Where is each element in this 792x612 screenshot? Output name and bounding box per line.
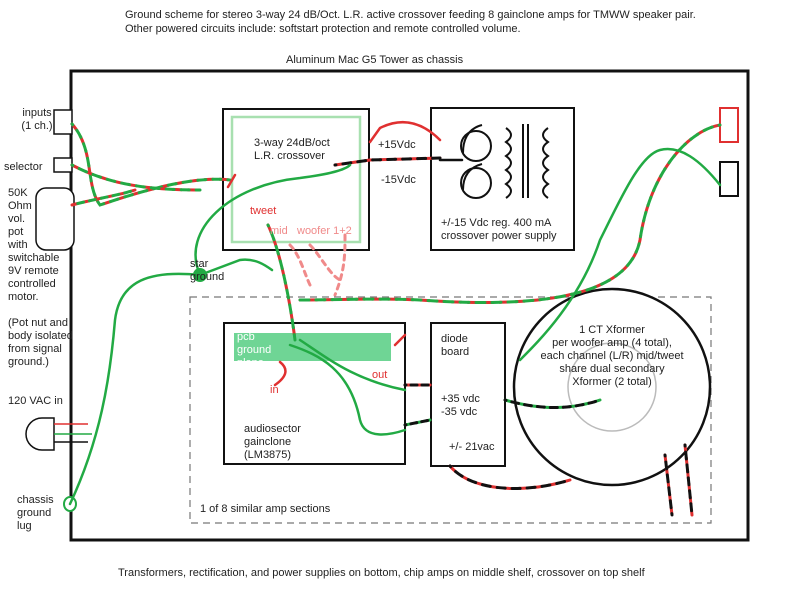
star-ground-node [193, 268, 207, 282]
speaker-terminal-red [719, 107, 739, 143]
woofer-label: woofer 1+2 [297, 225, 352, 237]
diode-board [430, 322, 506, 467]
amp-section-outline [189, 296, 712, 524]
ac-inlet [25, 417, 55, 451]
solid-wires [68, 120, 722, 506]
toroid-transformer [512, 287, 712, 487]
volume-label: 50K Ohm vol. pot with switchable 9V remo… [8, 187, 60, 303]
mid-label: mid [270, 225, 288, 237]
transformer-label: 1 CT Xformer per woofer amp (4 total), e… [540, 324, 684, 388]
amp-section-note: 1 of 8 similar amp sections [200, 503, 331, 515]
twisted-wires [70, 122, 722, 517]
isolation-note: (Pot nut and body isolated from signal g… [8, 317, 73, 368]
pcb-label: pcb ground plane [237, 331, 272, 369]
footer-caption: Transformers, rectification, and power s… [118, 567, 645, 579]
chassis-label: Aluminum Mac G5 Tower as chassis [286, 54, 464, 66]
inputs-label: inputs (1 ch.) [21, 107, 53, 132]
rail-neg-label: -15Vdc [381, 174, 416, 186]
amp-in-label: in [270, 384, 279, 396]
psu-board [430, 107, 575, 251]
amp-label: audiosector gainclone (LM3875) [244, 423, 301, 461]
selector-label: selector [4, 161, 43, 173]
psu-schematic [460, 124, 550, 199]
psu-label: +/-15 Vdc reg. 400 mA crossover power su… [441, 217, 557, 242]
star-ground-label: star ground [190, 258, 225, 283]
speaker-terminal-black [719, 161, 739, 197]
volume-pot [35, 187, 75, 251]
ac-in-label: 120 VAC in [8, 395, 63, 407]
crossover-title: 3-way 24dB/oct L.R. crossover [254, 137, 330, 162]
diode-ac-label: +/- 21vac [449, 441, 495, 453]
amp-out-label: out [372, 369, 388, 381]
diode-voltages: +35 vdc -35 vdc [441, 393, 480, 418]
header-line-1: Ground scheme for stereo 3-way 24 dB/Oct… [125, 9, 696, 21]
ground-lug-label: chassis ground lug [17, 494, 54, 532]
header-line-2: Other powered circuits include: softstar… [125, 23, 521, 35]
selector-switch [53, 157, 73, 173]
tweet-label: tweet [250, 205, 277, 217]
diode-title: diode board [441, 333, 470, 358]
rail-pos-label: +15Vdc [378, 139, 416, 151]
input-jack [53, 109, 73, 135]
toroid-hole [567, 342, 657, 432]
chassis-outline [69, 69, 750, 542]
